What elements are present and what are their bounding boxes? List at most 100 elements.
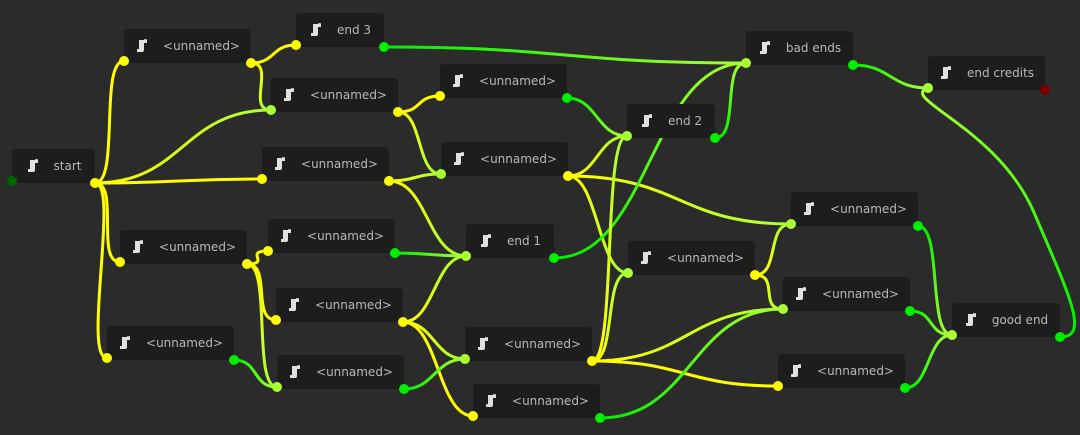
wire-F-to-J[interactable] — [246, 262, 278, 389]
wire-K-to-O[interactable] — [591, 307, 784, 363]
node-I[interactable]: <unnamed> — [107, 326, 234, 360]
wire-B-to-E[interactable] — [397, 110, 442, 176]
node-C[interactable]: <unnamed> — [440, 64, 567, 98]
wire-start-to-I[interactable] — [94, 181, 108, 360]
wire-J-to-K[interactable] — [403, 357, 466, 391]
input-port[interactable] — [923, 83, 933, 93]
wire-start-to-A[interactable] — [94, 59, 125, 185]
wire-end2-to-bad[interactable] — [714, 61, 747, 140]
input-port[interactable] — [291, 40, 301, 50]
wire-I-to-J[interactable] — [233, 358, 278, 389]
input-port[interactable] — [786, 219, 796, 229]
wire-K-to-end2[interactable] — [591, 134, 628, 363]
wire-M-to-good[interactable] — [917, 224, 953, 337]
input-port[interactable] — [468, 411, 478, 421]
wire-K-to-P[interactable] — [591, 359, 779, 388]
wire-start-to-F[interactable] — [94, 181, 121, 264]
output-port[interactable] — [750, 270, 760, 280]
output-port[interactable] — [913, 221, 923, 231]
input-port[interactable] — [460, 354, 470, 364]
node-O[interactable]: <unnamed> — [783, 277, 910, 311]
output-port[interactable] — [848, 60, 858, 70]
node-end3[interactable]: end 3 — [296, 13, 384, 47]
output-port[interactable] — [1055, 332, 1065, 342]
wire-O-to-good[interactable] — [909, 309, 953, 337]
output-port[interactable] — [549, 253, 559, 263]
wire-N-to-M[interactable] — [754, 222, 792, 277]
wire-H-to-K[interactable] — [402, 320, 466, 361]
node-F[interactable]: <unnamed> — [120, 230, 247, 264]
wire-L-to-O[interactable] — [599, 307, 784, 420]
wire-A-to-end3[interactable] — [250, 43, 297, 65]
output-port[interactable] — [398, 317, 408, 327]
node-credits[interactable]: end credits — [928, 56, 1045, 90]
node-end1[interactable]: end 1 — [466, 224, 554, 258]
input-port[interactable] — [461, 251, 471, 261]
wire-end3-to-bad[interactable] — [383, 45, 747, 65]
output-port[interactable] — [563, 171, 573, 181]
output-port[interactable] — [562, 93, 572, 103]
input-port[interactable] — [622, 131, 632, 141]
wire-A-to-B[interactable] — [250, 61, 272, 112]
output-port[interactable] — [1040, 85, 1050, 95]
node-start[interactable]: start — [12, 149, 95, 183]
output-port[interactable] — [393, 107, 403, 117]
output-port[interactable] — [905, 306, 915, 316]
node-B[interactable]: <unnamed> — [271, 78, 398, 112]
wire-good-to-credits[interactable] — [920, 86, 1076, 339]
wire-K-to-N[interactable] — [591, 271, 629, 363]
node-G[interactable]: <unnamed> — [268, 219, 395, 253]
output-port[interactable] — [379, 42, 389, 52]
input-port[interactable] — [436, 169, 446, 179]
node-P[interactable]: <unnamed> — [778, 354, 905, 388]
wire-F-to-G[interactable] — [246, 249, 269, 266]
input-port[interactable] — [115, 257, 125, 267]
input-port[interactable] — [623, 268, 633, 278]
output-port[interactable] — [246, 58, 256, 68]
output-port[interactable] — [595, 413, 605, 423]
wire-G-to-end1[interactable] — [394, 251, 467, 258]
node-J[interactable]: <unnamed> — [277, 355, 404, 389]
wire-N-to-O[interactable] — [754, 273, 784, 311]
output-port[interactable] — [90, 178, 100, 188]
output-port[interactable] — [242, 259, 252, 269]
wire-E-to-M[interactable] — [567, 174, 792, 226]
input-port[interactable] — [272, 382, 282, 392]
output-port[interactable] — [390, 248, 400, 258]
output-port[interactable] — [710, 133, 720, 143]
input-port[interactable] — [257, 174, 267, 184]
node-bad[interactable]: bad ends — [746, 31, 853, 65]
input-port[interactable] — [263, 246, 273, 256]
input-port[interactable] — [266, 105, 276, 115]
node-K[interactable]: <unnamed> — [465, 327, 592, 361]
wire-H-to-end1[interactable] — [402, 254, 467, 324]
node-end2[interactable]: end 2 — [627, 104, 715, 138]
output-port[interactable] — [229, 355, 239, 365]
node-L[interactable]: <unnamed> — [473, 384, 600, 418]
node-good[interactable]: good end — [952, 303, 1060, 337]
input-port[interactable] — [271, 315, 281, 325]
node-D[interactable]: <unnamed> — [262, 147, 389, 181]
wire-end1-to-bad[interactable] — [553, 61, 747, 260]
node-E[interactable]: <unnamed> — [441, 142, 568, 176]
input-port[interactable] — [947, 330, 957, 340]
node-N[interactable]: <unnamed> — [628, 241, 755, 275]
input-port[interactable] — [7, 176, 17, 186]
output-port[interactable] — [399, 384, 409, 394]
input-port[interactable] — [435, 91, 445, 101]
wire-E-to-N[interactable] — [567, 174, 629, 275]
wire-C-to-end2[interactable] — [566, 96, 628, 138]
input-port[interactable] — [102, 353, 112, 363]
node-H[interactable]: <unnamed> — [276, 288, 403, 322]
input-port[interactable] — [778, 304, 788, 314]
wire-D-to-end1[interactable] — [388, 179, 467, 258]
input-port[interactable] — [119, 56, 129, 66]
output-port[interactable] — [900, 383, 910, 393]
wire-start-to-B[interactable] — [94, 108, 272, 185]
input-port[interactable] — [741, 58, 751, 68]
input-port[interactable] — [773, 381, 783, 391]
output-port[interactable] — [384, 176, 394, 186]
output-port[interactable] — [587, 356, 597, 366]
wire-bad-to-credits[interactable] — [852, 63, 929, 90]
node-M[interactable]: <unnamed> — [791, 192, 918, 226]
